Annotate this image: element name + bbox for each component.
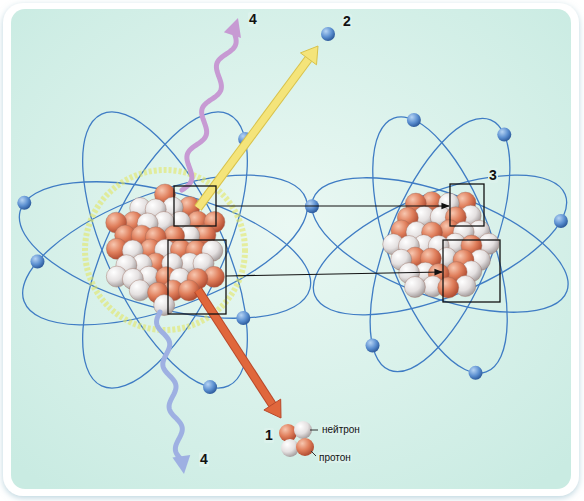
emissions [157, 18, 318, 474]
gamma-ray [157, 312, 183, 460]
orbits [4, 90, 584, 411]
transfer-arrow [216, 205, 449, 206]
callout-number: 4 [248, 12, 258, 27]
electron-orbit [5, 155, 325, 345]
excitation-halo [85, 170, 245, 330]
electron [203, 380, 217, 394]
callout-number: 2 [342, 14, 352, 29]
selection-boxes [168, 184, 500, 314]
alpha-particle [279, 421, 318, 457]
alpha-arrow [198, 290, 272, 405]
electron [497, 128, 511, 142]
leader-line [311, 451, 316, 456]
nuclei [106, 184, 499, 316]
particle-label: протон [318, 452, 352, 463]
selection-box [443, 240, 500, 302]
electron-orbit [295, 146, 584, 344]
electrons [17, 27, 568, 394]
gamma-ray-head [172, 455, 190, 474]
neutron-sphere [154, 295, 175, 316]
electron [366, 339, 380, 353]
electron [321, 27, 335, 41]
proton-sphere [178, 280, 199, 301]
gamma-ray-head [224, 18, 241, 38]
proton-sphere [438, 277, 459, 298]
selection-box [168, 240, 226, 314]
particle-label: нейтрон [321, 424, 361, 435]
selection-box [174, 186, 216, 226]
callout-number: 3 [488, 168, 498, 183]
electron [30, 255, 44, 269]
electron [236, 311, 250, 325]
electron [469, 366, 483, 380]
electron [407, 113, 421, 127]
electron-orbit [4, 144, 326, 356]
selection-box [450, 184, 484, 226]
alpha-arrow-head [264, 399, 281, 418]
frame [3, 3, 579, 496]
beta-arrow-head [300, 46, 318, 65]
electron [554, 214, 568, 228]
leader-line [310, 430, 318, 431]
transfer-arrow [226, 272, 442, 276]
proton-sphere [296, 438, 314, 456]
callout-number: 4 [199, 452, 209, 467]
neutron-sphere [129, 280, 150, 301]
neutron-sphere [294, 421, 312, 439]
callout-number: 1 [264, 428, 274, 443]
electron [17, 196, 31, 210]
alpha-arrow [198, 290, 272, 405]
neutron-sphere [404, 276, 425, 297]
electron-orbit [341, 100, 539, 389]
